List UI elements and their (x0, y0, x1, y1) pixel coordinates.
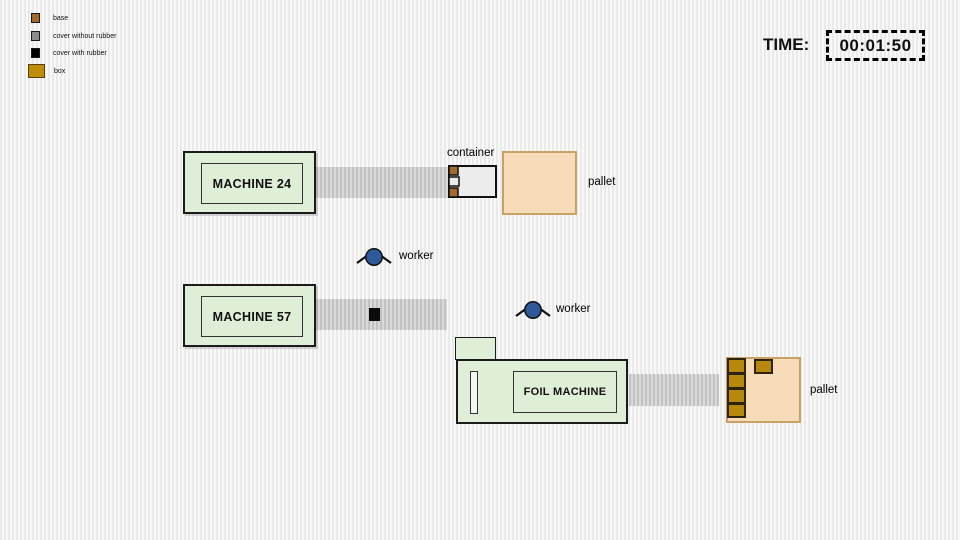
container (448, 165, 497, 198)
machine-24: MACHINE 24 (183, 151, 316, 214)
foil-machine-slot (470, 371, 478, 414)
time-label: TIME: (763, 35, 810, 54)
base-swatch-icon (31, 13, 40, 23)
machine-57-inner: MACHINE 57 (201, 296, 303, 337)
conveyor-machine57 (316, 299, 447, 330)
box-item (754, 359, 773, 374)
legend-row-box: box (28, 64, 65, 78)
cover-with-rubber-item (369, 308, 380, 321)
foil-machine-inner: FOIL MACHINE (513, 371, 617, 413)
box-item (727, 388, 746, 404)
time-value: 00:01:50 (839, 35, 912, 55)
legend-row-cover-without-rubber: cover without rubber (31, 31, 116, 41)
time-display-box: 00:01:50 (826, 30, 925, 61)
base-part-icon (448, 165, 459, 176)
foil-machine-label: FOIL MACHINE (523, 386, 607, 398)
machine-24-inner: MACHINE 24 (201, 163, 303, 204)
machine-24-label: MACHINE 24 (212, 176, 292, 191)
legend-row-base: base (31, 13, 68, 23)
machine-57: MACHINE 57 (183, 284, 316, 347)
pallet-top (502, 151, 577, 215)
worker-bottom-icon (515, 301, 551, 319)
legend-label-box: box (54, 67, 66, 75)
box-item (727, 358, 746, 374)
box-swatch-icon (28, 64, 45, 78)
foil-machine: FOIL MACHINE (456, 359, 628, 424)
pallet-bottom-label: pallet (810, 384, 838, 396)
legend-label-cover-with-rubber: cover with rubber (53, 49, 107, 57)
pallet-bottom (726, 357, 801, 423)
box-item (727, 403, 746, 418)
legend-row-cover-with-rubber: cover with rubber (31, 48, 107, 58)
legend-label-cover-without-rubber: cover without rubber (53, 32, 117, 40)
worker-top-icon (356, 248, 392, 266)
cover-with-rubber-swatch-icon (31, 48, 40, 58)
container-label: container (447, 147, 495, 159)
pallet-top-label: pallet (588, 176, 616, 188)
conveyor-machine24 (316, 167, 449, 198)
conveyor-foil (629, 374, 719, 406)
base-part-icon (448, 187, 459, 198)
cover-without-rubber-swatch-icon (31, 31, 40, 41)
worker-bottom-label: worker (556, 303, 591, 315)
box-item (727, 373, 746, 389)
legend-label-base: base (53, 14, 69, 22)
container-notch (448, 176, 460, 187)
machine-57-label: MACHINE 57 (212, 309, 292, 324)
worker-top-label: worker (399, 250, 434, 262)
foil-machine-hopper (455, 337, 496, 360)
